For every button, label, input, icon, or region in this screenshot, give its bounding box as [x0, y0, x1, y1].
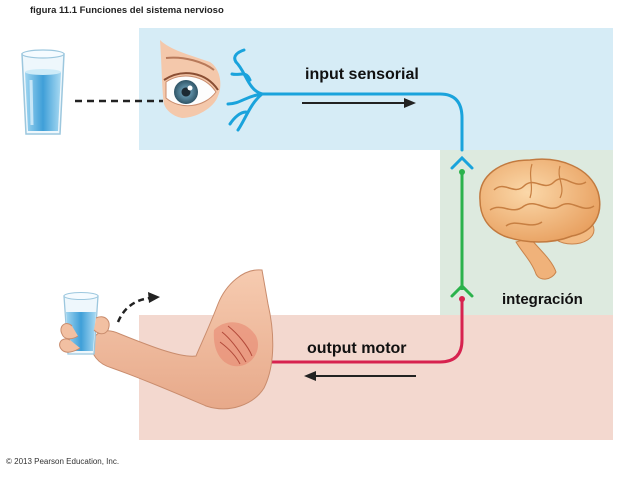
sensory-direction-arrow [302, 98, 416, 108]
eye-icon [160, 40, 221, 118]
motor-output-label: output motor [307, 340, 407, 357]
synapse-dot-bottom [459, 296, 465, 302]
synapse-dot-top [459, 169, 465, 175]
copyright-notice: © 2013 Pearson Education, Inc. [6, 457, 120, 466]
water-glass-icon [21, 49, 65, 135]
sensory-input-label: input sensorial [305, 66, 419, 83]
integration-label: integración [502, 291, 583, 308]
figure-title: figura 11.1 Funciones del sistema nervio… [30, 5, 224, 16]
sensory-nerve [226, 48, 474, 170]
brain-icon [479, 158, 601, 280]
integration-interneuron [450, 174, 474, 298]
motor-direction-arrow [304, 371, 416, 381]
movement-curved-arrow [116, 292, 160, 323]
arm-hand-icon [59, 269, 274, 410]
